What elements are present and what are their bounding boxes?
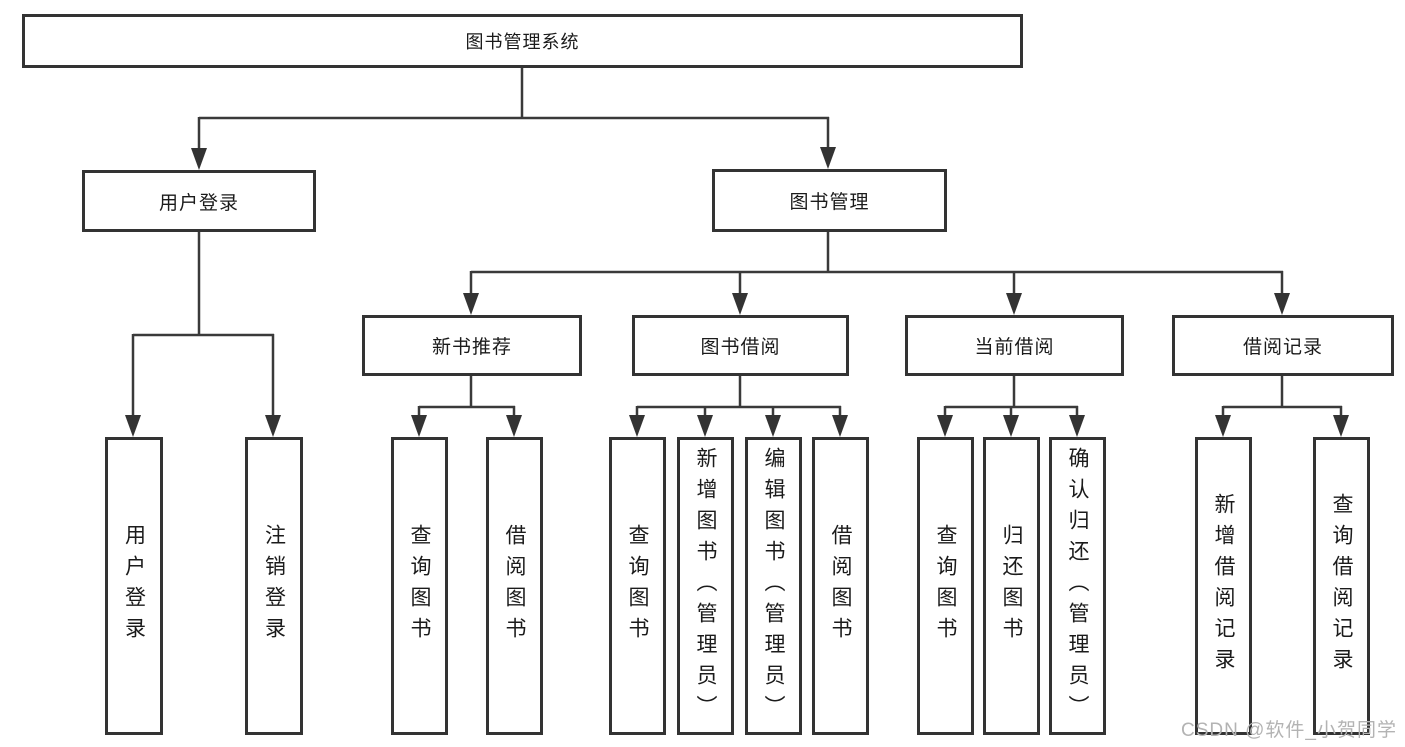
node-label: 借阅图书 [503, 524, 526, 648]
node-label: 借阅记录 [1242, 337, 1323, 358]
node-label: 注销登录 [262, 524, 286, 648]
connector-user-login-children [125, 232, 281, 437]
leaf-cb-query-books: 查询图书 [917, 437, 974, 735]
leaf-user-login: 用户登录 [105, 437, 163, 735]
connector-new-book-children [411, 376, 522, 437]
node-label: 新增图书（管理员） [694, 446, 717, 726]
node-library-system: 图书管理系统 [22, 14, 1023, 68]
node-label: 新书推荐 [431, 337, 512, 358]
leaf-bb-edit-books-admin: 编辑图书（管理员） [745, 437, 802, 735]
connector-book-borrow-children [629, 376, 848, 437]
leaf-cb-confirm-return-admin: 确认归还（管理员） [1049, 437, 1106, 735]
node-label: 查询图书 [408, 524, 431, 648]
leaf-logout: 注销登录 [245, 437, 303, 735]
node-label: 确认归还（管理员） [1066, 446, 1089, 726]
node-label: 用户登录 [158, 192, 239, 214]
leaf-br-query-record: 查询借阅记录 [1313, 437, 1370, 735]
leaf-cb-return-books: 归还图书 [983, 437, 1040, 735]
leaf-bb-borrow-books: 借阅图书 [812, 437, 869, 735]
leaf-bb-add-books-admin: 新增图书（管理员） [677, 437, 734, 735]
node-book-borrowing: 图书借阅 [632, 315, 849, 376]
leaf-nb-query-books: 查询图书 [391, 437, 448, 735]
node-label: 编辑图书（管理员） [762, 446, 785, 726]
leaf-br-add-record: 新增借阅记录 [1195, 437, 1252, 735]
connector-current-borrow-children [937, 376, 1085, 437]
node-label: 当前借阅 [974, 337, 1055, 358]
leaf-nb-borrow-books: 借阅图书 [486, 437, 543, 735]
node-label: 图书借阅 [700, 337, 781, 358]
node-label: 新增借阅记录 [1212, 493, 1235, 679]
node-label: 借阅图书 [829, 524, 852, 648]
node-borrow-records: 借阅记录 [1172, 315, 1394, 376]
connector-borrow-record-children [1215, 376, 1349, 437]
node-label: 图书管理系统 [465, 32, 580, 52]
node-label: 查询图书 [934, 524, 957, 648]
node-book-management: 图书管理 [712, 169, 947, 232]
connector-book-management-children [463, 232, 1290, 315]
node-user-login: 用户登录 [82, 170, 316, 232]
node-current-borrowing: 当前借阅 [905, 315, 1124, 376]
connector-root-to-level1 [191, 68, 836, 170]
node-label: 查询借阅记录 [1330, 493, 1353, 679]
node-label: 图书管理 [789, 192, 870, 213]
node-label: 归还图书 [1000, 524, 1023, 648]
node-new-book-recommend: 新书推荐 [362, 315, 582, 376]
watermark: CSDN @软件_小贺同学 [1181, 720, 1397, 741]
leaf-bb-query-books: 查询图书 [609, 437, 666, 735]
node-label: 查询图书 [626, 524, 649, 648]
node-label: 用户登录 [122, 524, 146, 648]
